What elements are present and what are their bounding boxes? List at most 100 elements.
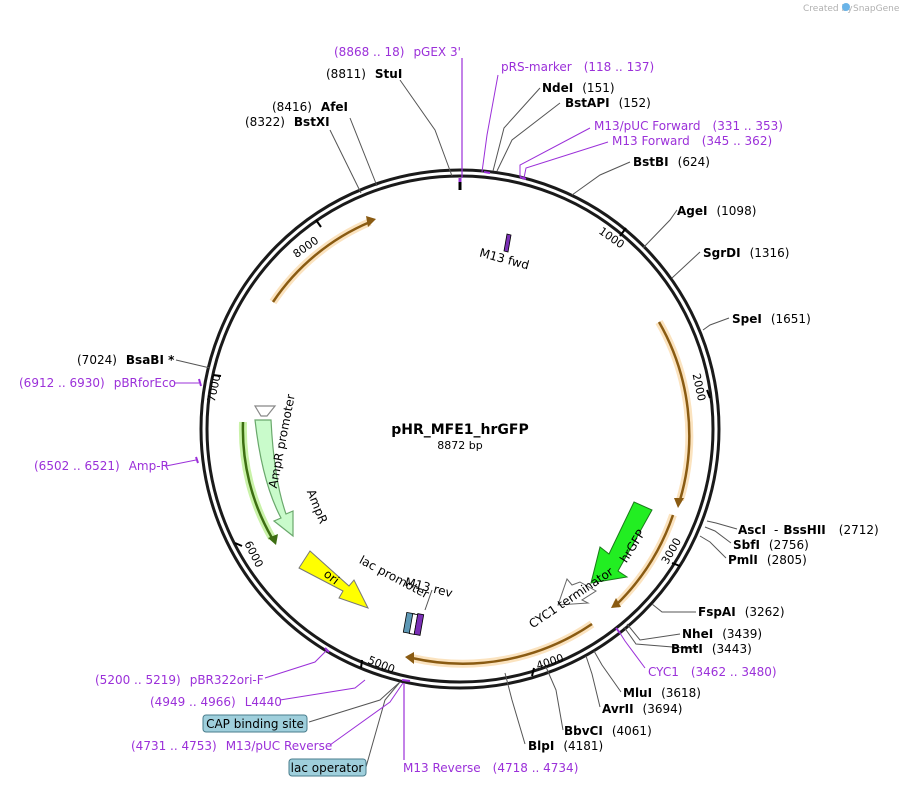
blpi-name: BlpI	[528, 739, 554, 753]
m13puc-rev-name: M13/pUC Reverse	[226, 739, 333, 753]
leader-agei	[642, 209, 678, 249]
tick-mark	[234, 542, 243, 547]
tick-mark	[212, 374, 222, 377]
bstapi-name: BstAPI	[565, 96, 610, 110]
leader-stui	[399, 79, 453, 177]
sgrdi-pos: (1316)	[750, 246, 790, 260]
svg-text:BlpI(4181): BlpI(4181)	[528, 739, 603, 753]
leader-l4440	[279, 679, 366, 701]
leader-cyc1	[617, 629, 646, 669]
nhei-pos: (3439)	[722, 627, 762, 641]
tick-mark	[360, 659, 363, 669]
leader-bsabi	[175, 359, 211, 369]
orf-arrow-top-head	[366, 216, 376, 227]
cyc1-range: (3462 .. 3480)	[691, 665, 777, 679]
bstbi-name: BstBI	[633, 155, 669, 169]
m13-fwd-range: (345 .. 362)	[702, 134, 772, 148]
label-cyc1-terminator: CYC1 terminator	[526, 564, 615, 631]
pgex-range: (8868 .. 18)	[334, 45, 404, 59]
sbfi-pos: (2756)	[769, 538, 809, 552]
ori-shape	[298, 550, 369, 609]
tick-mark	[619, 227, 627, 237]
svg-text:SgrDI(1316): SgrDI(1316)	[703, 246, 789, 260]
hrgfp-shape	[590, 501, 653, 584]
agei-name: AgeI	[677, 204, 707, 218]
leader-fspai	[651, 603, 696, 613]
leader-ndei	[492, 87, 541, 172]
svg-text:(8868 .. 18)pGEX 3': (8868 .. 18)pGEX 3'	[334, 45, 461, 59]
lac-elements-shape	[402, 611, 425, 636]
pmli-pos: (2805)	[767, 553, 807, 567]
m13-fwd-shape	[503, 233, 512, 253]
orf-arrow-top	[271, 220, 371, 303]
prs-range: (118 .. 137)	[584, 60, 654, 74]
cap-box	[202, 714, 308, 733]
pbr322ori-name: pBR322ori-F	[190, 673, 264, 687]
plasmid-size: 8872 bp	[437, 439, 482, 452]
m13puc-fwd-name: M13/pUC Forward	[594, 119, 701, 133]
svg-text:BstAPI(152): BstAPI(152)	[565, 96, 651, 110]
leader-m13puc-rev	[329, 682, 404, 746]
spei-name: SpeI	[732, 312, 762, 326]
tick-mark	[531, 667, 535, 677]
svg-text:(6912 .. 6930)pBRforEco: (6912 .. 6930)pBRforEco	[19, 376, 176, 390]
credit-brand: SnapGene	[853, 4, 900, 14]
stui-pos: (8811)	[326, 67, 366, 81]
leader-avrii	[585, 655, 601, 708]
enzyme-labels: (8811) StuI (8416) AfeI (8322)BstXI NdeI (1…	[77, 67, 879, 753]
ndei-name: NdeI	[542, 81, 573, 95]
leader-bstxi	[329, 129, 362, 194]
orf-arrow-lowright-head	[611, 598, 621, 608]
asci-name: AscI	[738, 523, 766, 537]
svg-text:NdeI(151): NdeI (151)	[542, 81, 615, 95]
bbvci-name: BbvCI	[564, 724, 603, 738]
orf-arrow-right-glow	[655, 320, 694, 502]
label-m13-rev: M13 rev	[404, 575, 455, 600]
ampr-orf	[241, 421, 274, 539]
bmti-name: BmtI	[671, 642, 703, 656]
svg-text:BmtI(3443): BmtI(3443)	[671, 642, 752, 656]
pbr322ori-range: (5200 .. 5219)	[95, 673, 181, 687]
backbone	[199, 168, 721, 690]
fspai-pos: (3262)	[745, 605, 785, 619]
bsshii-name: BssHII	[783, 523, 825, 537]
leader-pmli	[699, 535, 727, 559]
nhei-name: NheI	[682, 627, 713, 641]
prs-mark	[483, 171, 491, 174]
agei-pos: (1098)	[716, 204, 756, 218]
svg-text:BstBI(624): BstBI (624)	[633, 155, 710, 169]
mlui-name: MluI	[623, 686, 652, 700]
label-ampr: AmpR	[304, 487, 330, 525]
svg-text:SpeI(1651): SpeI(1651)	[732, 312, 811, 326]
pbrforeco-range: (6912 .. 6930)	[19, 376, 105, 390]
bstxi-pos: (8322)	[245, 115, 285, 129]
m13-reverse-range: (4718 .. 4734)	[493, 761, 579, 775]
label-lac-promoter: lac promoter	[357, 553, 431, 601]
ampr-primer-mark	[195, 456, 199, 464]
m13puc-rev-range: (4731 .. 4753)	[131, 739, 217, 753]
svg-text:AvrII(3694): AvrII(3694)	[602, 702, 682, 716]
svg-text:AgeI(1098): AgeI (1098)	[677, 204, 756, 218]
mlui-pos: (3618)	[661, 686, 701, 700]
ampr-promoter-shape	[253, 405, 277, 417]
leader-sbfi	[704, 526, 732, 544]
primer-labels: (8868 .. 18)pGEX 3' pRS-marker(118 .. 13…	[19, 45, 783, 775]
credit-prefix: Created by	[803, 4, 853, 14]
snapgene-credit: Created by SnapGene	[803, 3, 900, 14]
tick-label: 2000	[690, 372, 709, 402]
afei-pos: (8416)	[272, 100, 312, 114]
ampr-shape	[254, 419, 294, 538]
svg-text:(8322)BstXI: (8322)BstXI	[245, 115, 330, 129]
svg-text:(6502 .. 6521)Amp-R: (6502 .. 6521)Amp-R	[34, 459, 169, 473]
svg-text:MluI(3618): MluI (3618)	[623, 686, 701, 700]
l4440-name: L4440	[245, 695, 282, 709]
backbone-inner	[205, 174, 715, 684]
afei-name: AfeI	[321, 100, 348, 114]
stui-name: StuI	[375, 67, 402, 81]
orf-arrow-right	[657, 321, 691, 501]
pmli-name: PmlI	[728, 553, 758, 567]
bstbi-pos: (624)	[678, 155, 710, 169]
plasmid-title: pHR_MFE1_hrGFP 8872 bp	[391, 422, 529, 452]
ndei-pos: (151)	[582, 81, 614, 95]
